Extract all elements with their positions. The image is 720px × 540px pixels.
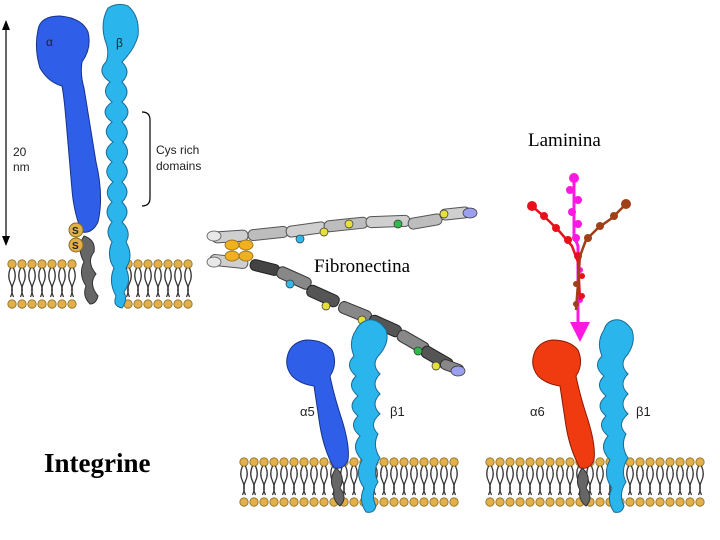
fibronectin-receptor: α5 β1 [239,319,459,513]
left-membrane-a [7,259,77,309]
laminin-arrowhead [570,322,590,342]
fibronectin-label: Fibronectina [314,256,411,277]
fibronectin-junction [206,230,254,268]
alpha5-label: α5 [300,404,315,419]
beta-subunit-left [101,3,139,309]
disulfide-bead-1: S [68,222,84,238]
beta-label-left: β [116,36,123,50]
fibronectin-molecule: Fibronectina [206,206,478,377]
middle-membrane [239,457,459,507]
cys-bracket [141,111,151,207]
laminin-brown-beads [573,199,631,307]
cys-label-line2: domains [156,159,201,173]
left-membrane-b [123,259,193,309]
scale-arrow [2,20,10,246]
scale-value: 20 [13,145,27,159]
laminin-red-beads [527,201,585,299]
alpha6-tail-right [576,467,591,507]
right-membrane [485,457,705,507]
laminin-label: Laminina [528,130,601,151]
page-title: Integrine [44,448,151,478]
beta1-label-right: β1 [636,404,651,419]
alpha6-subunit-right [532,339,595,469]
beta1-subunit-right [597,319,634,513]
alpha-tail-left [79,235,99,305]
alpha5-subunit-middle [286,339,349,469]
beta1-label-middle: β1 [390,404,405,419]
fibronectin-lower-arm [209,254,466,377]
alpha-label-left: α [46,35,53,49]
beta1-subunit-middle [349,319,388,513]
svg-text:S: S [72,226,79,237]
alpha6-label: α6 [530,404,545,419]
scale-unit: nm [13,160,30,174]
svg-text:S: S [72,241,79,252]
fibronectin-upper-arm [211,206,478,244]
cys-label-line1: Cys rich [156,143,199,157]
alpha-subunit-left [35,15,102,233]
laminin-receptor: α6 β1 [485,319,705,513]
left-integrin-panel: 20 nm β α S S Cys rich domains [2,3,201,309]
laminin-molecule: Laminina [527,130,631,342]
alpha5-tail-middle [330,467,345,507]
disulfide-bead-2: S [68,237,84,253]
